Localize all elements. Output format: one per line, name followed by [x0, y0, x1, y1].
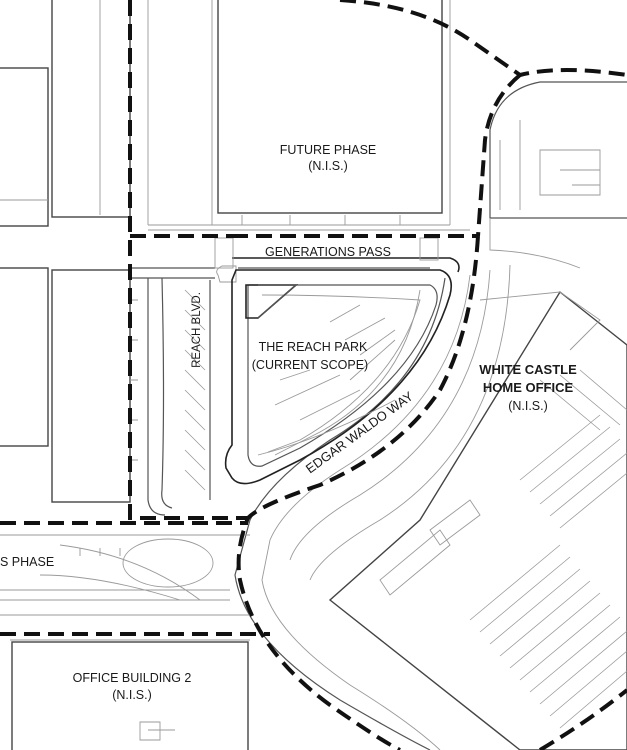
middle-left-building-upper — [51, 0, 131, 218]
reach-blvd-label: REACH BLVD. — [191, 292, 203, 368]
reach-blvd-road — [147, 265, 237, 516]
office-building-2 — [10, 639, 250, 750]
parking-lot-top-right — [489, 81, 627, 269]
reach-park-label-line1: THE REACH PARK — [259, 340, 368, 354]
left-building-upper — [0, 67, 49, 227]
future-phase-building — [147, 0, 470, 231]
office-building-note: (N.I.S.) — [112, 688, 152, 702]
reach-park-label-line2: (CURRENT SCOPE) — [252, 358, 368, 372]
curved-roads — [234, 264, 511, 750]
office-building-title: OFFICE BUILDING 2 — [73, 671, 192, 685]
white-castle-label-line2: HOME OFFICE — [483, 380, 574, 395]
parking-stalls-right — [469, 369, 627, 729]
phase-partial-label: S PHASE — [0, 555, 54, 569]
white-castle-label-line1: WHITE CASTLE — [479, 362, 577, 377]
lower-roads — [0, 534, 250, 616]
left-building-lower — [0, 267, 49, 447]
future-phase-title: FUTURE PHASE — [280, 143, 377, 157]
reach-park-outline — [224, 269, 453, 485]
white-castle-building — [328, 290, 627, 750]
white-castle-note: (N.I.S.) — [508, 399, 548, 413]
generations-pass-label: GENERATIONS PASS — [265, 245, 391, 259]
future-phase-note: (N.I.S.) — [308, 159, 348, 173]
generations-pass-road — [130, 237, 460, 279]
middle-left-building-lower — [51, 269, 138, 503]
